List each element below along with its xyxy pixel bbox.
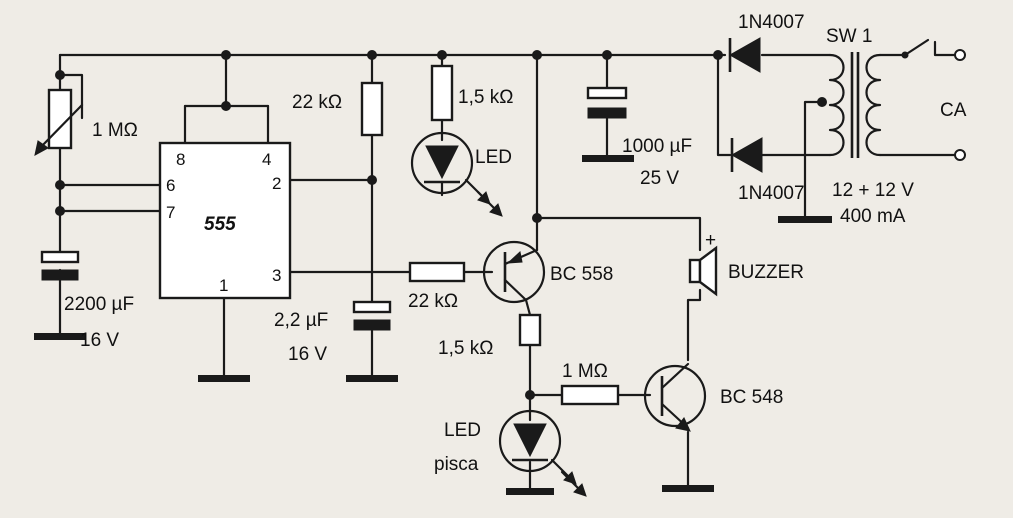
resistor-1m-bottom xyxy=(560,384,620,406)
ca-label: CA xyxy=(940,100,967,121)
r15k-top-label: 1,5 kΩ xyxy=(458,87,513,108)
led1-label: LED xyxy=(475,147,512,168)
buzzer-plus: + xyxy=(705,230,716,251)
pin-6: 6 xyxy=(166,176,175,195)
diode-1 xyxy=(728,37,761,73)
resistor-1-5k-bottom xyxy=(518,313,542,347)
pin-8: 8 xyxy=(176,150,185,169)
ic-label: 555 xyxy=(204,214,236,235)
buzzer-label: BUZZER xyxy=(728,262,804,283)
c22-label: 2,2 µF xyxy=(274,310,328,331)
sw-label: SW 1 xyxy=(826,26,872,47)
pin-2: 2 xyxy=(272,174,281,193)
c2200-label: 2200 µF xyxy=(64,294,134,315)
diode-2 xyxy=(730,137,763,173)
capacitor-2-2uf xyxy=(346,300,398,382)
pin-4: 4 xyxy=(262,150,271,169)
q1-label: BC 558 xyxy=(550,264,613,285)
led2-label: LED xyxy=(444,420,481,441)
pin-3: 3 xyxy=(272,266,281,285)
resistor-22k-base xyxy=(408,261,466,283)
transistor-bc558 xyxy=(482,240,546,304)
capacitor-1000uf xyxy=(582,86,634,162)
ground-pin1 xyxy=(198,375,250,382)
r15k-bottom-label: 1,5 kΩ xyxy=(438,338,493,359)
junctions xyxy=(55,50,827,400)
d2-label: 1N4007 xyxy=(738,183,805,204)
r22k-base-label: 22 kΩ xyxy=(408,291,458,312)
capacitor-2200uf xyxy=(34,250,86,340)
ac-terminals xyxy=(954,49,966,161)
r22k-top-label: 22 kΩ xyxy=(292,92,342,113)
d1-label: 1N4007 xyxy=(738,12,805,33)
pin-1: 1 xyxy=(219,276,228,295)
q2-label: BC 548 xyxy=(720,387,783,408)
pin-7: 7 xyxy=(166,203,175,222)
c2200-voltage: 16 V xyxy=(80,330,119,351)
led-2-pisca xyxy=(498,409,587,497)
trafo-current: 400 mA xyxy=(840,206,906,227)
pot-label: 1 MΩ xyxy=(92,120,138,141)
transformer xyxy=(828,52,882,158)
resistor-22k-top xyxy=(360,81,384,137)
c1000-voltage: 25 V xyxy=(640,168,679,189)
led-1 xyxy=(410,131,503,217)
buzzer xyxy=(688,245,718,297)
ground-centre-tap xyxy=(778,216,832,223)
trafo-voltage: 12 + 12 V xyxy=(832,180,914,201)
led2-sublabel: pisca xyxy=(434,454,479,475)
transistor-bc548 xyxy=(643,362,714,492)
switch-sw1 xyxy=(901,38,930,59)
c1000-label: 1000 µF xyxy=(622,136,692,157)
c22-voltage: 16 V xyxy=(288,344,327,365)
ic-555 xyxy=(158,141,292,300)
r1m-bottom-label: 1 MΩ xyxy=(562,361,608,382)
resistor-1-5k-top xyxy=(430,64,454,122)
potentiometer-1m xyxy=(34,88,84,156)
